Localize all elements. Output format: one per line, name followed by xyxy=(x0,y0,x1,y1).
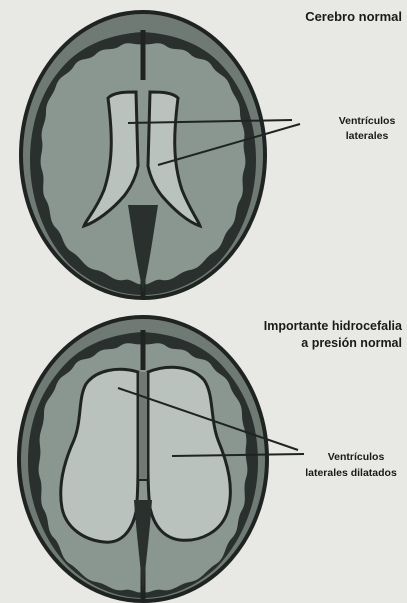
hydrocephalus-brain xyxy=(19,317,304,601)
bottom-title-line1: Importante hidrocefalia xyxy=(264,319,403,333)
top-ventricle-label-line2: laterales xyxy=(346,130,389,142)
top-title: Cerebro normal xyxy=(305,9,402,24)
bottom-title-line2: a presión normal xyxy=(301,336,402,350)
hydro-septum xyxy=(138,372,148,480)
top-ventricle-label-line1: Ventrículos xyxy=(339,115,396,127)
bottom-ventricle-label-line2: laterales dilatados xyxy=(305,467,397,479)
bottom-ventricle-label-line1: Ventrículos xyxy=(328,451,385,463)
normal-brain xyxy=(21,12,300,298)
